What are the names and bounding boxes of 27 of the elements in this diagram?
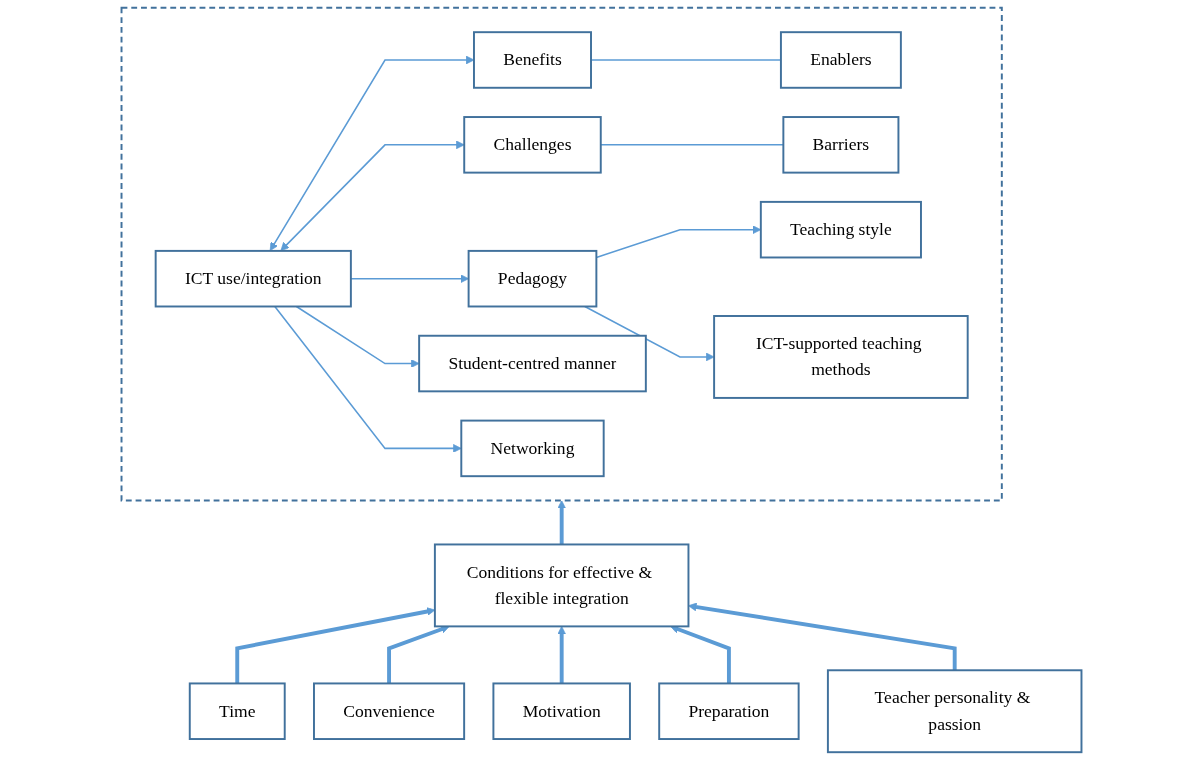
arrow [557,626,566,684]
arrow [688,602,957,671]
node-box: Teacher personality & passion [826,669,1083,754]
node-box: Time [188,682,286,740]
node-box: ICT use/integration [154,249,352,308]
node-box: Student-centred manner [418,334,647,393]
node-box: Benefits [473,31,592,89]
node-box: Conditions for effective & flexible integration [433,543,690,628]
arrow [584,305,715,362]
arrow [295,305,420,368]
arrow [670,625,731,684]
node-box: Pedagogy [467,249,598,308]
node-box: Convenience [313,682,466,740]
node-box: Enablers [779,31,902,89]
arrow [274,305,462,453]
node-box: Motivation [492,682,631,740]
node-box: Challenges [463,116,602,174]
node-box: Preparation [658,682,800,740]
node-box: Teaching style [759,200,922,259]
cluster [120,6,1003,502]
node-box: Barriers [782,116,900,174]
arrow [280,140,465,251]
arrow [557,500,566,545]
node-box: ICT-supported teaching methods [713,315,969,399]
node-box: Networking [460,419,605,478]
arrow [387,625,450,684]
arrow [350,274,469,283]
